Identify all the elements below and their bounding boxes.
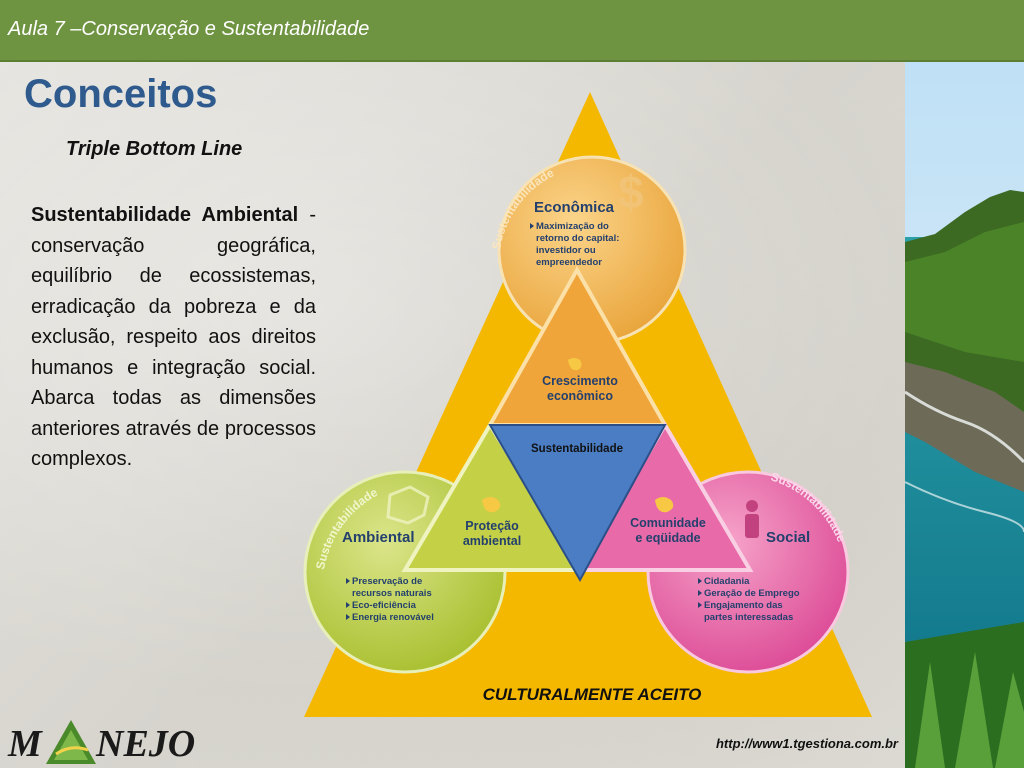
person-icon	[745, 500, 759, 538]
subtitle: Triple Bottom Line	[66, 138, 243, 160]
manejo-logo: M NEJO	[8, 718, 195, 768]
ambiental-bullet: Eco-eficiência	[352, 600, 417, 611]
economica-title: Econômica	[534, 199, 615, 216]
crescimento-label: Crescimento	[542, 374, 618, 388]
protecao-label: Proteção	[465, 519, 519, 533]
comunidade-label: Comunidade	[630, 516, 706, 530]
ambiental-bullet: Energia renovável	[352, 612, 434, 623]
header-bar: Aula 7 –Conservação e Sustentabilidade	[0, 0, 1024, 62]
social-bullet: partes interessadas	[704, 612, 793, 623]
social-bullet: Cidadania	[704, 576, 750, 587]
economica-bullet: empreendedor	[536, 257, 602, 268]
ambiental-title: Ambiental	[342, 529, 415, 546]
triangle-center	[488, 424, 667, 583]
coast-photo	[905, 62, 1024, 768]
center-label: Sustentabilidade	[531, 443, 623, 455]
logo-text-left: M	[8, 723, 42, 765]
economica-bullet: retorno do capital:	[536, 233, 619, 244]
triple-bottom-line-diagram: $ Sustentabilidade Sustentabilidade Sust…	[303, 92, 872, 717]
social-bullet: Geração de Emprego	[704, 588, 800, 599]
header-title: Aula 7 –Conservação e Sustentabilidade	[8, 18, 370, 40]
social-bullet: Engajamento das	[704, 600, 783, 611]
leaf-blob-icon	[655, 497, 674, 513]
leaf-blob-icon	[482, 497, 501, 513]
logo-triangle-icon	[46, 720, 96, 764]
ambiental-bullet: recursos naturais	[352, 588, 432, 599]
comunidade-label: e eqüidade	[635, 531, 700, 545]
body-term: Sustentabilidade Ambiental	[31, 204, 299, 226]
page-title: Conceitos	[24, 72, 218, 116]
economica-bullet: investidor ou	[536, 245, 596, 256]
economica-bullet: Maximização do	[536, 221, 609, 232]
body-definition: - conservação geográfica, equilíbrio de …	[31, 204, 316, 470]
puzzle-icon	[386, 485, 430, 525]
footer-url: http://www1.tgestiona.com.br	[715, 736, 898, 751]
base-label: CULTURALMENTE ACEITO	[483, 685, 702, 704]
social-title: Social	[766, 529, 810, 546]
leaf-blob-icon	[568, 358, 582, 371]
dollar-icon: $	[618, 166, 644, 218]
logo-text-right: NEJO	[96, 723, 196, 765]
protecao-label: ambiental	[463, 534, 521, 548]
crescimento-label: econômico	[547, 389, 613, 403]
body-paragraph: Sustentabilidade Ambiental - conservação…	[31, 200, 316, 475]
ambiental-bullet: Preservação de	[352, 576, 422, 587]
